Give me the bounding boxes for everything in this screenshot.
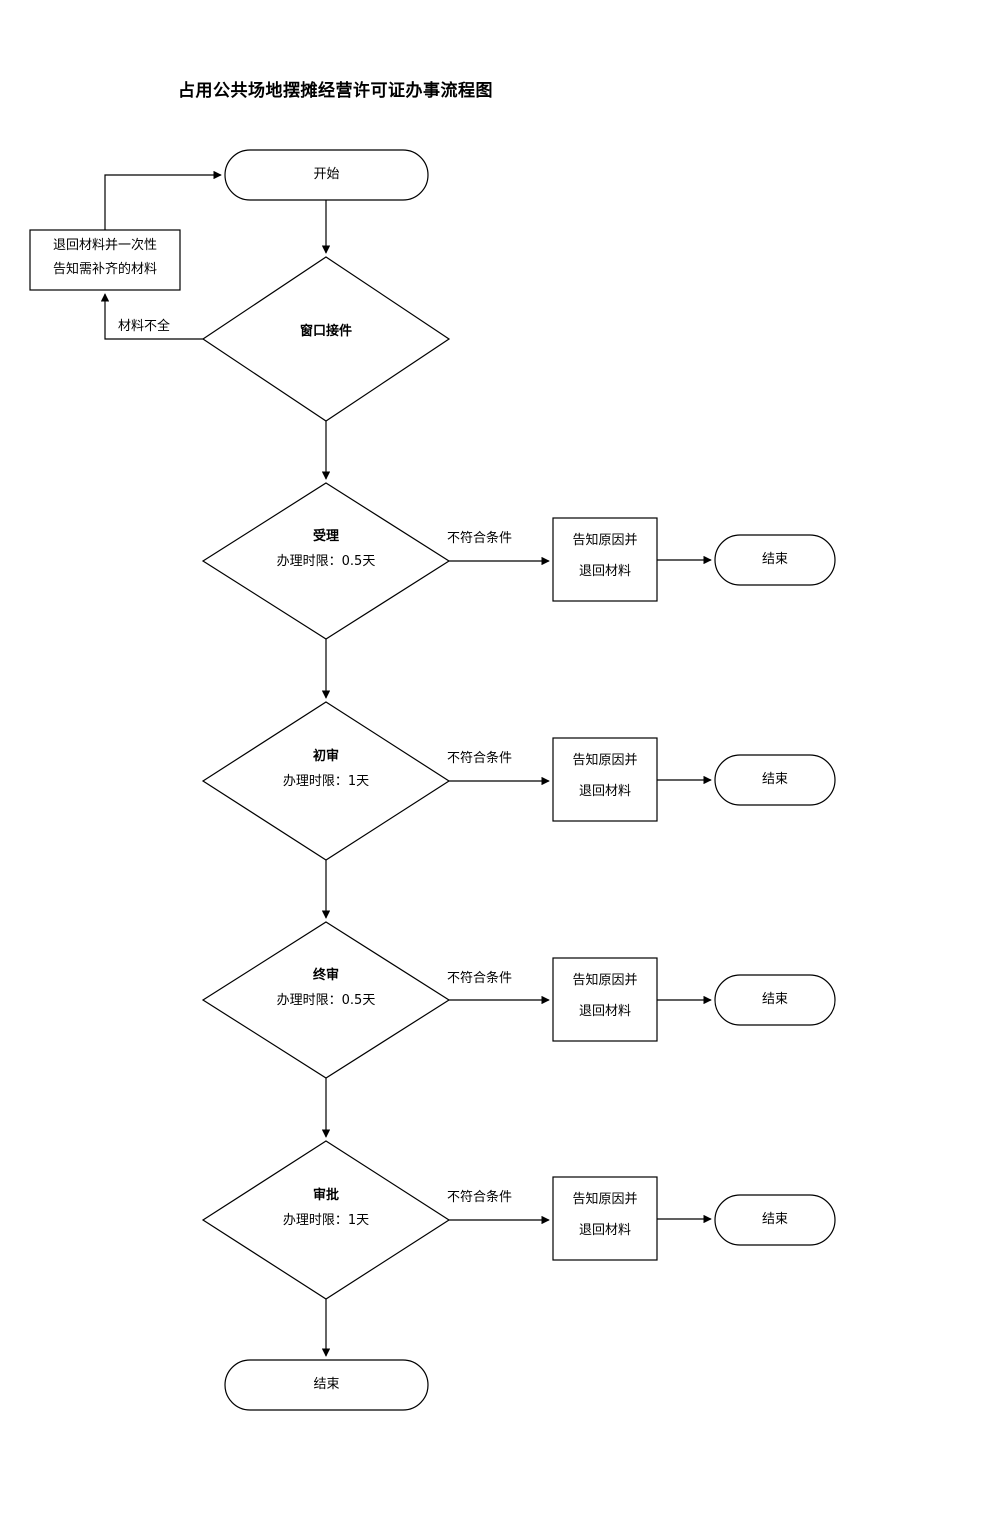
connector-return-materials-to-start — [104, 170, 222, 230]
end-node-final-shape — [224, 1359, 429, 1411]
notify-box-2-shape — [552, 737, 658, 822]
start-node-shape — [224, 149, 429, 201]
edge-label-not-qualified-4: 不符合条件 — [447, 1190, 513, 1205]
first-review-decision-shape — [201, 701, 451, 861]
intake-decision-shape — [201, 256, 451, 422]
notify-box-3-shape — [552, 957, 658, 1042]
end-node-2-shape — [714, 754, 836, 806]
end-node-4-shape — [714, 1194, 836, 1246]
edge-label-not-qualified-3: 不符合条件 — [447, 971, 513, 986]
connector-intake-to-return-materials — [100, 293, 203, 340]
accept-decision-shape — [201, 482, 451, 640]
notify-box-1-shape — [552, 517, 658, 602]
end-node-3-shape — [714, 974, 836, 1026]
approval-decision-shape — [201, 1140, 451, 1300]
page-title: 占用公共场地摆摊经营许可证办事流程图 — [178, 81, 493, 101]
edge-label-not-qualified-2: 不符合条件 — [447, 751, 513, 766]
edge-label-not-qualified-1: 不符合条件 — [447, 531, 513, 546]
edge-label-incomplete-materials: 材料不全 — [118, 319, 171, 334]
notify-box-4-shape — [552, 1176, 658, 1261]
return-materials-box-shape — [29, 229, 181, 291]
final-review-decision-shape — [201, 921, 451, 1079]
end-node-1-shape — [714, 534, 836, 586]
